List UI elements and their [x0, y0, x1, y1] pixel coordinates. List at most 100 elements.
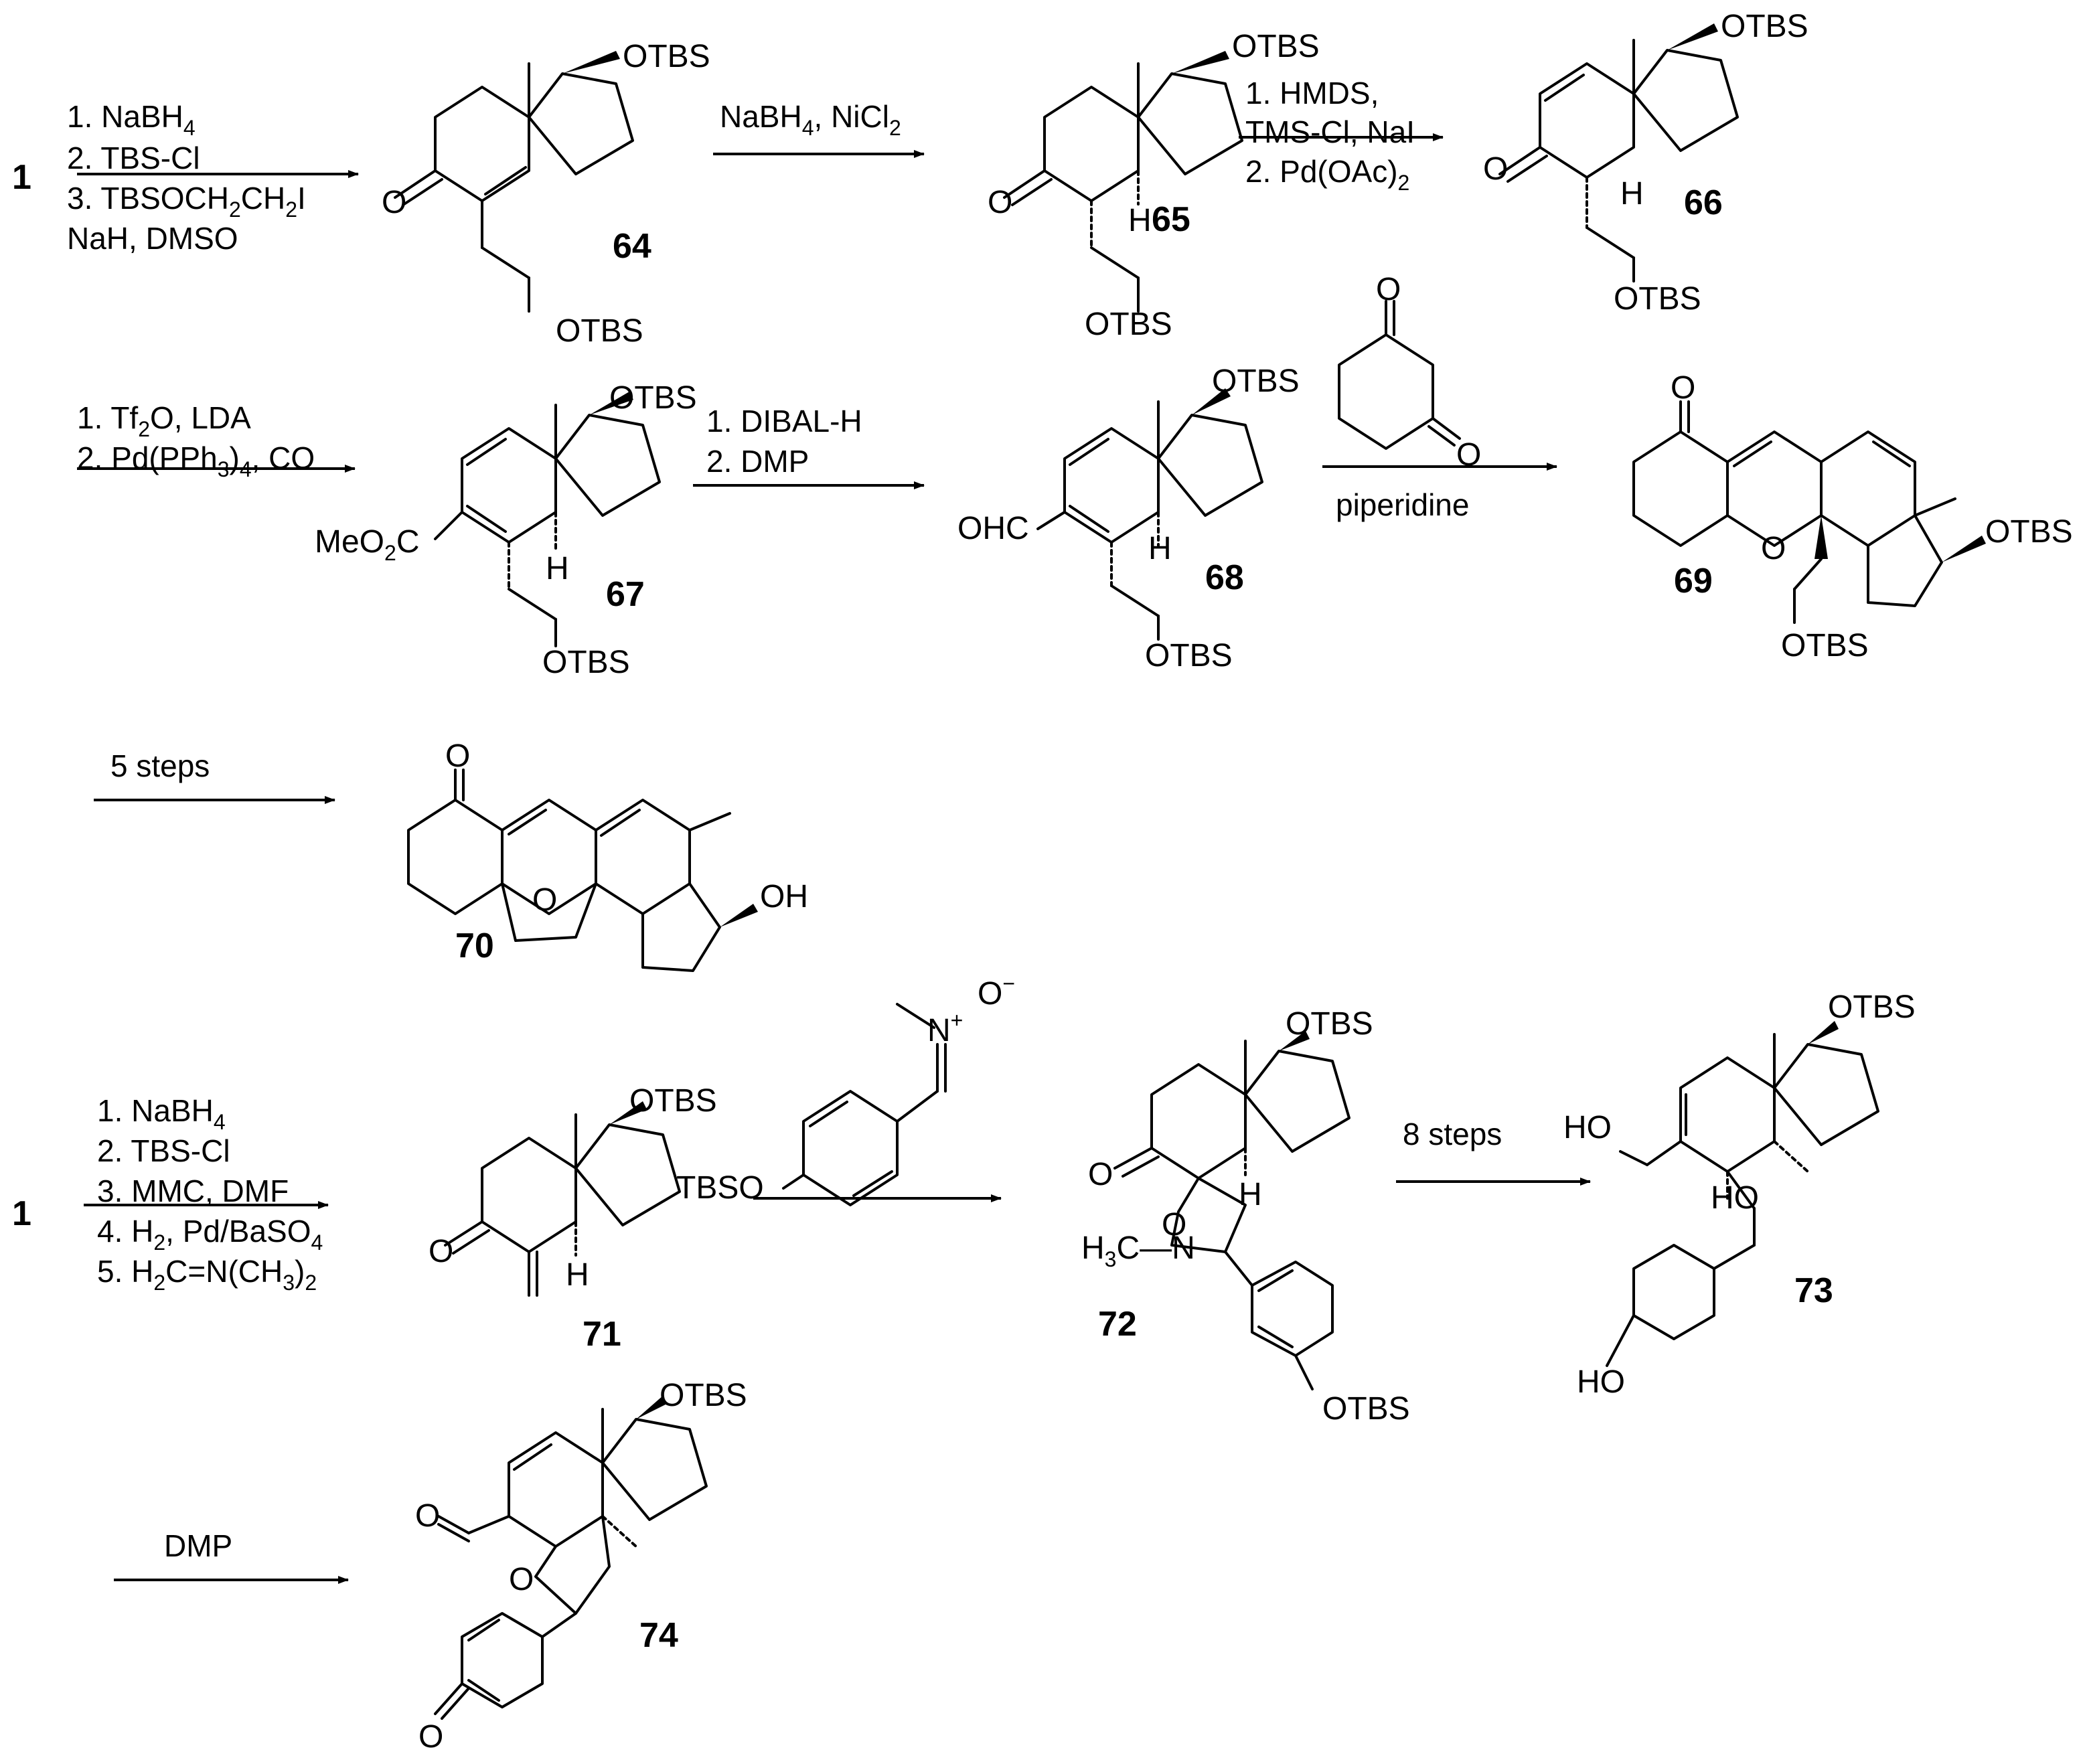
reagent-line: 2. TBS-Cl: [97, 1133, 230, 1168]
reagent-line: 1. Tf2O, LDA: [77, 400, 251, 441]
compound-74-label: 74: [639, 1616, 678, 1655]
reagent-line: 2. Pd(OAc)2: [1245, 154, 1409, 195]
compound-69-label: 69: [1674, 562, 1713, 600]
compound-70-label: 70: [455, 927, 494, 965]
atom-label: H: [1620, 176, 1644, 212]
atom-label: O: [1088, 1157, 1113, 1192]
compound-71-label: 71: [583, 1315, 621, 1354]
atom-label: MeO2C: [315, 524, 419, 565]
atom-label: O: [1376, 272, 1401, 307]
atom-label: OTBS: [609, 380, 697, 416]
atom-label: O: [532, 882, 557, 918]
compound-74-structure: O O O OTBS: [415, 1378, 747, 1755]
reagents-step-2: NaBH4, NiCl2: [720, 99, 901, 140]
atom-label: H: [1128, 203, 1152, 238]
compound-72-structure: O O H3C—N H OTBS OTBS: [1081, 1006, 1410, 1427]
compound-65-structure: O H OTBS OTBS: [988, 29, 1320, 342]
atom-label: OTBS: [1232, 29, 1320, 64]
atom-label: OTBS: [623, 39, 710, 74]
atom-label: H: [566, 1257, 589, 1293]
atom-label: OHC: [957, 511, 1029, 546]
atom-label: OTBS: [1721, 9, 1808, 44]
atom-label: OTBS: [1614, 281, 1701, 317]
atom-label: OTBS: [629, 1083, 717, 1119]
atom-label: O−: [978, 971, 1015, 1012]
atom-label: O: [1483, 151, 1508, 187]
compound-73-structure: HO HO OTBS HO: [1563, 989, 1916, 1400]
compound-64-structure: O OTBS OTBS: [382, 39, 710, 349]
compound-73-label: 73: [1794, 1271, 1833, 1310]
atom-label: O: [415, 1498, 440, 1534]
compound-68-structure: OHC H OTBS OTBS: [957, 364, 1300, 673]
reagents-step-9: 8 steps: [1403, 1117, 1502, 1151]
starting-material-label: 1: [12, 1194, 31, 1233]
atom-label: H: [1239, 1177, 1262, 1212]
compound-72-label: 72: [1098, 1305, 1137, 1344]
atom-label: OH: [760, 879, 808, 914]
compound-66-label: 66: [1684, 183, 1723, 222]
compound-69-structure: O O OTBS OTBS: [1632, 370, 2073, 663]
reagent-line: 2. TBS-Cl: [67, 141, 200, 175]
compound-71-structure: O H OTBS: [429, 1083, 717, 1297]
reagents-step-6: piperidine: [1336, 487, 1469, 522]
reagents-step-8: 1. NaBH4 2. TBS-Cl 3. MMC, DMF 4. H2, Pd…: [97, 1093, 323, 1295]
atom-label: OTBS: [660, 1378, 747, 1413]
atom-label: O: [382, 185, 406, 220]
compound-64-label: 64: [613, 227, 651, 266]
atom-label: N+: [927, 1008, 963, 1048]
atom-label: H: [546, 551, 569, 586]
atom-label: OTBS: [1985, 514, 2073, 550]
reagents-step-10: DMP: [164, 1528, 232, 1563]
atom-label: O: [1761, 531, 1786, 566]
atom-label: OTBS: [1145, 638, 1233, 673]
atom-label: O: [1671, 370, 1695, 406]
atom-label: O: [445, 738, 470, 774]
reagent-line: 5. H2C=N(CH3)2: [97, 1254, 317, 1295]
atom-label: O: [429, 1234, 453, 1269]
reagent-line: 1. NaBH4: [97, 1093, 226, 1134]
reagents-step-4: 1. Tf2O, LDA 2. Pd(PPh3)4, CO: [77, 400, 315, 481]
atom-label: O: [1162, 1207, 1186, 1242]
compound-67-label: 67: [606, 575, 645, 614]
reagents-step-1: 1. NaBH4 2. TBS-Cl 3. TBSOCH2CH2I NaH, D…: [67, 99, 306, 256]
atom-label: OTBS: [542, 645, 630, 680]
reagent-line: 3. MMC, DMF: [97, 1174, 289, 1208]
atom-label: HO: [1563, 1110, 1612, 1145]
starting-material-label: 1: [12, 158, 31, 197]
atom-label: OTBS: [1286, 1006, 1373, 1042]
compound-68-label: 68: [1205, 558, 1244, 597]
reagents-step-7: 5 steps: [110, 748, 210, 783]
reagent-line: 1. DIBAL-H: [706, 404, 862, 438]
compound-65-label: 65: [1152, 200, 1190, 239]
reagent-line: 2. Pd(PPh3)4, CO: [77, 440, 315, 481]
reagent-line: 4. H2, Pd/BaSO4: [97, 1214, 323, 1255]
reagent-line: TMS-Cl, NaI: [1245, 114, 1415, 149]
atom-label: OTBS: [1781, 628, 1869, 663]
compound-66-structure: O H OTBS OTBS: [1483, 9, 1808, 317]
atom-label: O: [509, 1562, 534, 1597]
atom-label: OTBS: [1828, 989, 1916, 1025]
atom-label: OTBS: [1322, 1391, 1410, 1427]
compound-70-structure: O O OH: [407, 738, 808, 972]
atom-label: OTBS: [1085, 307, 1172, 342]
reagent-line: NaH, DMSO: [67, 221, 238, 256]
cyclohexanedione-structure: O O: [1338, 272, 1481, 473]
reagents-step-3: 1. HMDS, TMS-Cl, NaI 2. Pd(OAc)2: [1245, 76, 1415, 195]
compound-67-structure: MeO2C H OTBS OTBS: [315, 380, 697, 680]
atom-label: OTBS: [556, 313, 643, 349]
atom-label: H: [1148, 531, 1172, 566]
nitrone-reagent-structure: N+ O− TBSO: [676, 971, 1015, 1206]
atom-label: TBSO: [676, 1170, 764, 1206]
atom-label: OTBS: [1212, 364, 1300, 399]
atom-label: O: [988, 185, 1012, 220]
atom-label: HO: [1577, 1364, 1625, 1400]
atom-label: O: [418, 1719, 443, 1755]
reagent-line: 2. DMP: [706, 444, 809, 479]
reagent-line: 1. NaBH4: [67, 99, 196, 140]
atom-label: HO: [1711, 1180, 1759, 1216]
atom-label: H3C—N: [1081, 1230, 1195, 1271]
reagent-line: 3. TBSOCH2CH2I: [67, 181, 306, 222]
reagent-line: 1. HMDS,: [1245, 76, 1379, 110]
reagents-step-5: 1. DIBAL-H 2. DMP: [706, 404, 862, 479]
